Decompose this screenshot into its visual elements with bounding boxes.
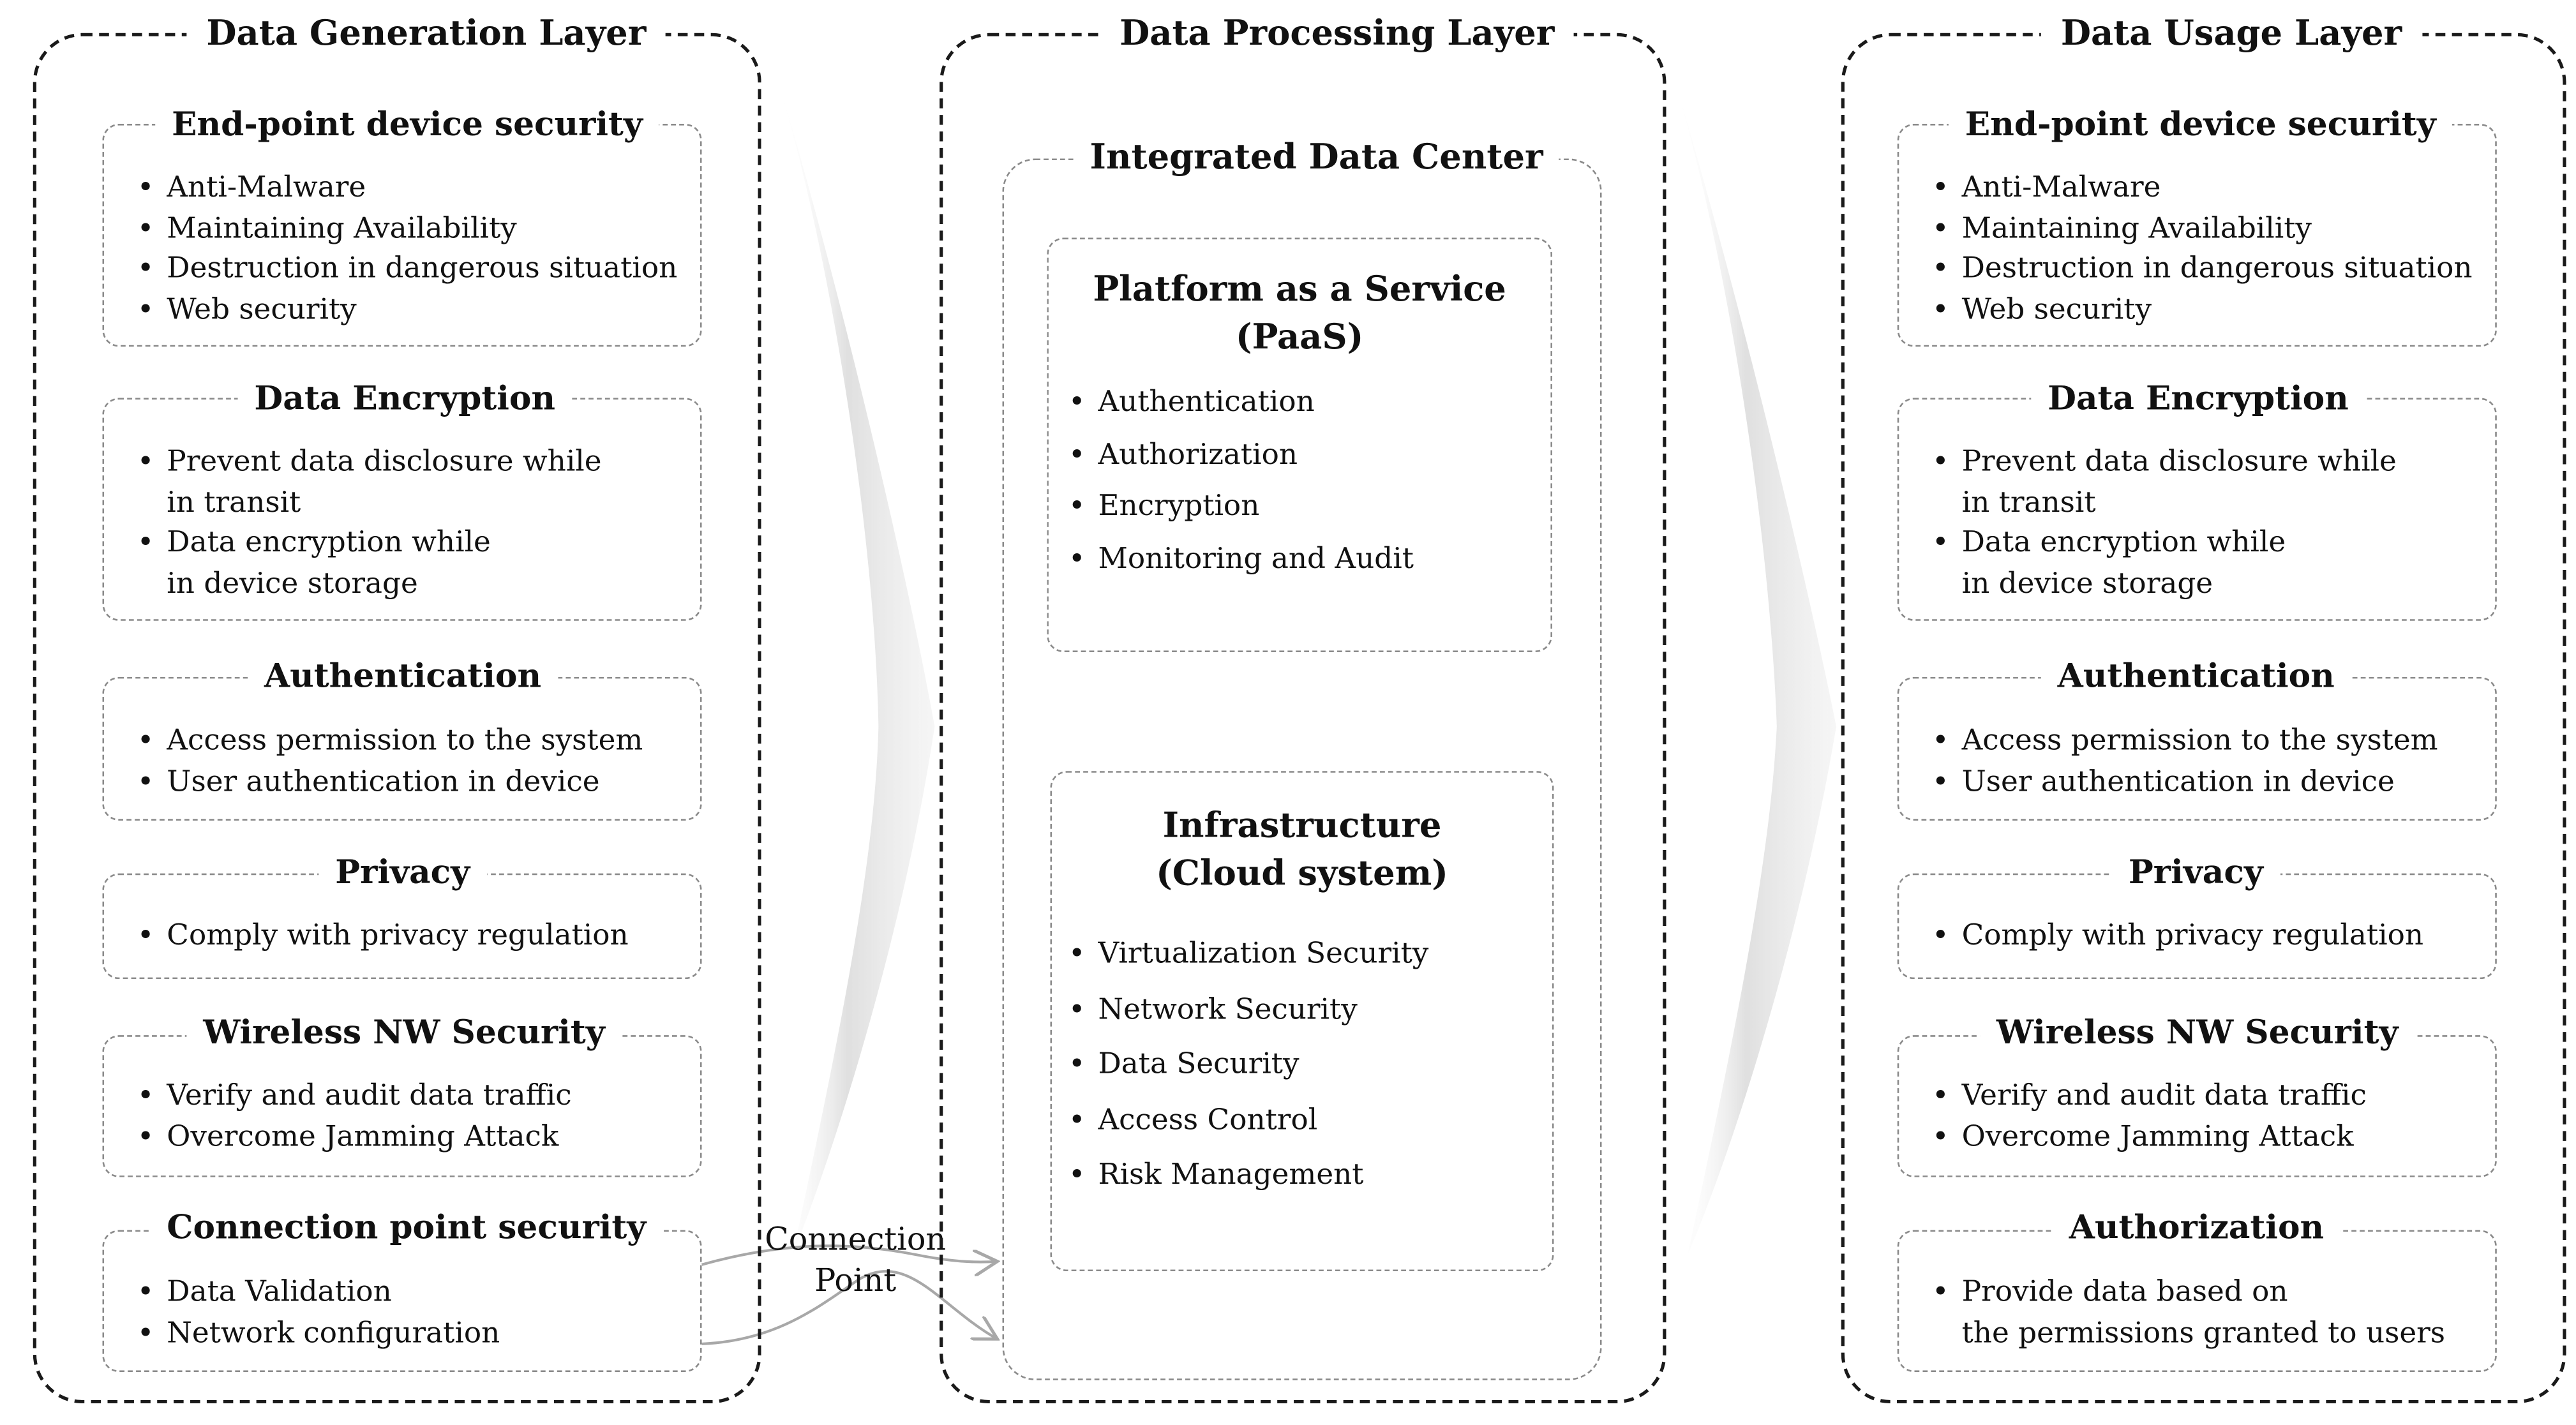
gen-connection-point-security-list: Data Validation Network configuration	[135, 1273, 500, 1354]
list-item: Anti-Malware	[135, 168, 677, 209]
connection-point-label: Connection Point	[765, 1221, 947, 1300]
paas-title: Platform as a Service (PaaS)	[1093, 267, 1506, 357]
list-item: User authentication in device	[135, 762, 643, 802]
list-item: Prevent data disclosure while in transit	[135, 442, 602, 523]
list-item: Provide data based on the permissions gr…	[1930, 1273, 2445, 1354]
list-item: Encryption	[1067, 482, 1414, 533]
list-item-line: Data encryption while in device storage	[1961, 526, 2286, 601]
list-item: Verify and audit data traffic	[1930, 1077, 2367, 1117]
integrated-data-center-title: Integrated Data Center	[1073, 136, 1560, 177]
infrastructure-title: Infrastructure (Cloud system)	[1156, 803, 1448, 893]
usage-privacy-list: Comply with privacy regulation	[1930, 916, 2423, 957]
usage-authorization-title: Authorization	[2052, 1207, 2340, 1247]
list-item: Data Validation	[135, 1273, 500, 1313]
list-item: Comply with privacy regulation	[1930, 916, 2423, 957]
list-item: Web security	[135, 290, 677, 330]
usage-privacy-title: Privacy	[2112, 851, 2280, 892]
usage-authentication-list: Access permission to the system User aut…	[1930, 722, 2438, 803]
list-item: Overcome Jamming Attack	[1930, 1117, 2366, 1157]
list-item: Monitoring and Audit	[1067, 534, 1414, 586]
gen-wireless-security-title: Wireless NW Security	[186, 1011, 622, 1052]
list-item: Anti-Malware	[1930, 168, 2472, 209]
list-item: Access permission to the system	[1930, 722, 2438, 762]
list-item: Data encryption while in device storage	[1930, 523, 2396, 604]
list-item: Maintaining Availability	[1930, 209, 2472, 249]
gen-privacy-list: Comply with privacy regulation	[135, 916, 629, 957]
list-item: User authentication in device	[1930, 762, 2437, 802]
arrow-processing-to-usage	[1672, 74, 1836, 1255]
list-item: Destruction in dangerous situation	[1930, 250, 2473, 290]
gen-authentication-title: Authentication	[248, 655, 558, 696]
list-item: Verify and audit data traffic	[135, 1077, 572, 1117]
list-item: Data Security	[1067, 1038, 1428, 1094]
list-item: Authorization	[1067, 430, 1414, 482]
list-item: Risk Management	[1067, 1149, 1428, 1205]
usage-data-encryption-list: Prevent data disclosure while in transit…	[1930, 442, 2397, 604]
gen-privacy-title: Privacy	[318, 851, 487, 892]
list-item: Access permission to the system	[135, 722, 643, 762]
gen-data-encryption-list: Prevent data disclosure while in transit…	[135, 442, 602, 604]
list-item: Overcome Jamming Attack	[135, 1117, 571, 1157]
gen-authentication-list: Access permission to the system User aut…	[135, 722, 643, 803]
list-item: Data encryption while in device storage	[135, 523, 601, 604]
list-item: Virtualization Security	[1067, 928, 1428, 983]
connection-line-lower	[701, 1270, 998, 1346]
list-item: Comply with privacy regulation	[135, 916, 629, 957]
usage-wireless-security-list: Verify and audit data traffic Overcome J…	[1930, 1077, 2367, 1158]
data-processing-layer-title: Data Processing Layer	[1100, 12, 1575, 53]
gen-endpoint-security-list: Anti-Malware Maintaining Availability De…	[135, 168, 678, 331]
gen-data-encryption-title: Data Encryption	[237, 378, 572, 418]
paas-list: Authentication Authorization Encryption …	[1067, 378, 1414, 586]
list-item-line: Prevent data disclosure while in transit	[167, 445, 602, 519]
list-item: Authentication	[1067, 378, 1414, 429]
usage-endpoint-security-title: End-point device security	[1948, 103, 2453, 144]
gen-connection-point-security-title: Connection point security	[150, 1207, 663, 1247]
data-generation-layer-title: Data Generation Layer	[186, 12, 666, 53]
list-item: Web security	[1930, 290, 2472, 330]
usage-authentication-title: Authentication	[2041, 655, 2351, 696]
gen-endpoint-security-title: End-point device security	[155, 103, 659, 144]
usage-data-encryption-title: Data Encryption	[2031, 378, 2365, 418]
infrastructure-list: Virtualization Security Network Security…	[1067, 928, 1428, 1204]
list-item-line: Provide data based on the permissions gr…	[1961, 1276, 2446, 1350]
list-item: Prevent data disclosure while in transit	[1930, 442, 2397, 523]
list-item-line: Prevent data disclosure while in transit	[1961, 445, 2397, 519]
list-item: Network Security	[1067, 983, 1428, 1039]
paas-box	[1047, 237, 1552, 652]
usage-wireless-security-title: Wireless NW Security	[1980, 1011, 2415, 1052]
data-usage-layer-title: Data Usage Layer	[2041, 12, 2422, 53]
gen-wireless-security-list: Verify and audit data traffic Overcome J…	[135, 1077, 572, 1158]
list-item: Destruction in dangerous situation	[135, 250, 678, 290]
usage-endpoint-security-list: Anti-Malware Maintaining Availability De…	[1930, 168, 2473, 331]
usage-authorization-list: Provide data based on the permissions gr…	[1930, 1273, 2445, 1354]
list-item: Access Control	[1067, 1094, 1428, 1149]
arrow-generation-to-processing	[775, 74, 935, 1255]
list-item: Maintaining Availability	[135, 209, 677, 249]
connection-line-upper	[701, 1244, 998, 1265]
list-item-line: Data encryption while in device storage	[167, 526, 491, 601]
infrastructure-box	[1050, 771, 1554, 1272]
list-item: Network configuration	[135, 1313, 500, 1354]
